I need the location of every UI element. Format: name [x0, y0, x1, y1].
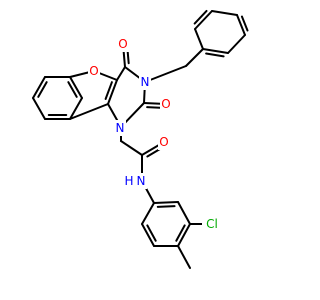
atom-bg-o-furan — [88, 63, 100, 79]
bond-ar6-ar1 — [141, 202, 155, 225]
bond-ar5-ar6 — [141, 223, 155, 247]
atom-label-o-amide: O — [159, 135, 168, 149]
bond-ar1-ar2-second — [156, 205, 176, 208]
atom-bg-n3 — [139, 74, 151, 90]
atom-label-n3: N — [141, 75, 150, 89]
atom-label-n1: N — [116, 121, 125, 135]
bond-ph3-ph4-second — [240, 15, 249, 32]
bond-ph5-ph6 — [194, 10, 213, 30]
bond-b4-b5 — [69, 97, 83, 120]
bond-ch2b-ph1 — [185, 48, 204, 67]
bond-ar1-ar2 — [153, 201, 179, 204]
bond-b1-b2 — [32, 76, 46, 99]
bond-c7-c8-second — [104, 81, 113, 100]
bond-b6-b1 — [32, 97, 46, 120]
bond-c2-o_c2-second — [146, 106, 164, 109]
bond-ch2c-c_am — [120, 140, 143, 156]
atom-label-cl: Cl — [206, 217, 218, 231]
bond-ph5-ph6-second — [193, 9, 208, 25]
atom-bg-n-amide — [135, 173, 147, 189]
atom-label-o-furan: O — [89, 64, 98, 78]
atom-bg-h-amide — [123, 173, 135, 189]
bond-b3-b4-second — [67, 81, 78, 98]
bond-ar2-ar3 — [177, 201, 191, 225]
bond-ph1-ph2 — [202, 48, 229, 54]
bond-ph1-ph2-second — [205, 52, 225, 58]
bond-b3-b4 — [69, 76, 83, 99]
atom-label-o-c2: O — [161, 97, 170, 111]
bond-c7-c8 — [107, 79, 118, 105]
atom-bg-o-c4 — [117, 36, 129, 52]
bond-ph2-ph3 — [227, 34, 246, 54]
atom-bg-o-c2 — [160, 96, 172, 112]
bond-c7-c4 — [116, 66, 126, 81]
atom-bg-o-amide — [158, 134, 170, 150]
bond-c8-b5 — [69, 103, 109, 120]
atom-bg-cl — [202, 216, 222, 232]
bond-b1-b2-second — [37, 81, 48, 98]
bond-ar3-ar4-second — [175, 224, 186, 242]
atom-label-o-c4: O — [118, 37, 127, 51]
bond-ph3-ph4 — [236, 14, 246, 36]
atom-label-h-amide: H — [124, 174, 133, 188]
bond-ph4-ph5 — [211, 10, 238, 16]
bond-ph6-ph1 — [194, 28, 204, 50]
bond-n3-ch2b — [144, 65, 187, 83]
atom-label-n-amide: N — [137, 174, 146, 188]
bond-ar3-ar4 — [177, 223, 191, 247]
atom-bg-n1 — [114, 120, 126, 136]
bond-ar4-me — [177, 245, 191, 269]
bond-ar5-ar6-second — [146, 224, 157, 242]
